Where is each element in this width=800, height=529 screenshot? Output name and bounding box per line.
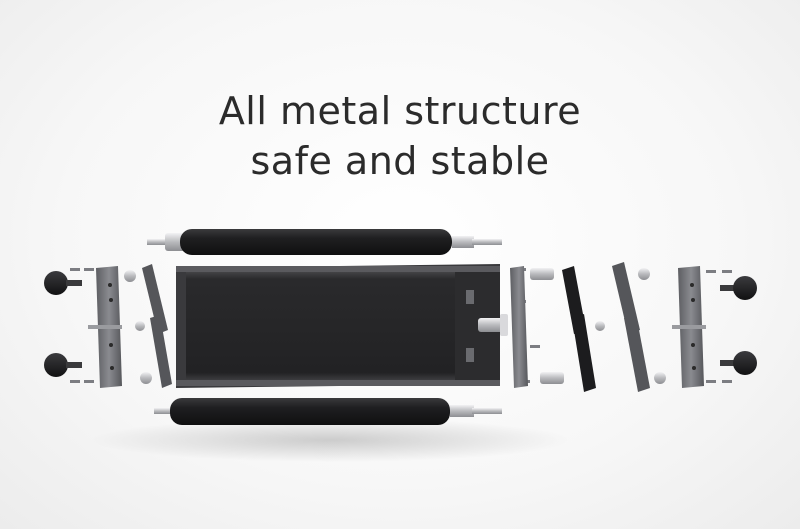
floor-shadow	[90, 418, 570, 462]
right-brackets	[595, 262, 666, 392]
right-screws	[706, 270, 732, 383]
top-roller-rubber	[180, 229, 452, 255]
center-bolt	[478, 318, 504, 332]
bottom-roller-shaft-left	[154, 408, 174, 414]
headline-line-2: safe and stable	[250, 139, 550, 183]
left-screws	[70, 268, 94, 383]
bottom-roller-rubber	[170, 398, 450, 425]
left-knob-bottom	[44, 353, 82, 377]
top-roller-shaft-left	[147, 239, 169, 245]
right-knob-top	[720, 276, 757, 300]
right-side-plate	[672, 266, 706, 388]
right-knob-bottom	[720, 351, 757, 375]
bottom-roller-shaft-right	[472, 408, 502, 414]
left-knob-top	[44, 271, 82, 295]
headline: All metal structure safe and stable	[0, 86, 800, 186]
left-side-plate	[88, 266, 122, 388]
right-inner-plate	[510, 266, 528, 388]
top-roller-shaft-right	[472, 239, 502, 245]
top-roller	[147, 229, 502, 255]
bottom-roller	[154, 398, 502, 425]
housing-face	[186, 270, 455, 384]
left-brackets	[124, 264, 172, 388]
main-housing	[176, 264, 508, 388]
headline-line-1: All metal structure	[218, 89, 582, 133]
right-black-links	[562, 266, 596, 392]
